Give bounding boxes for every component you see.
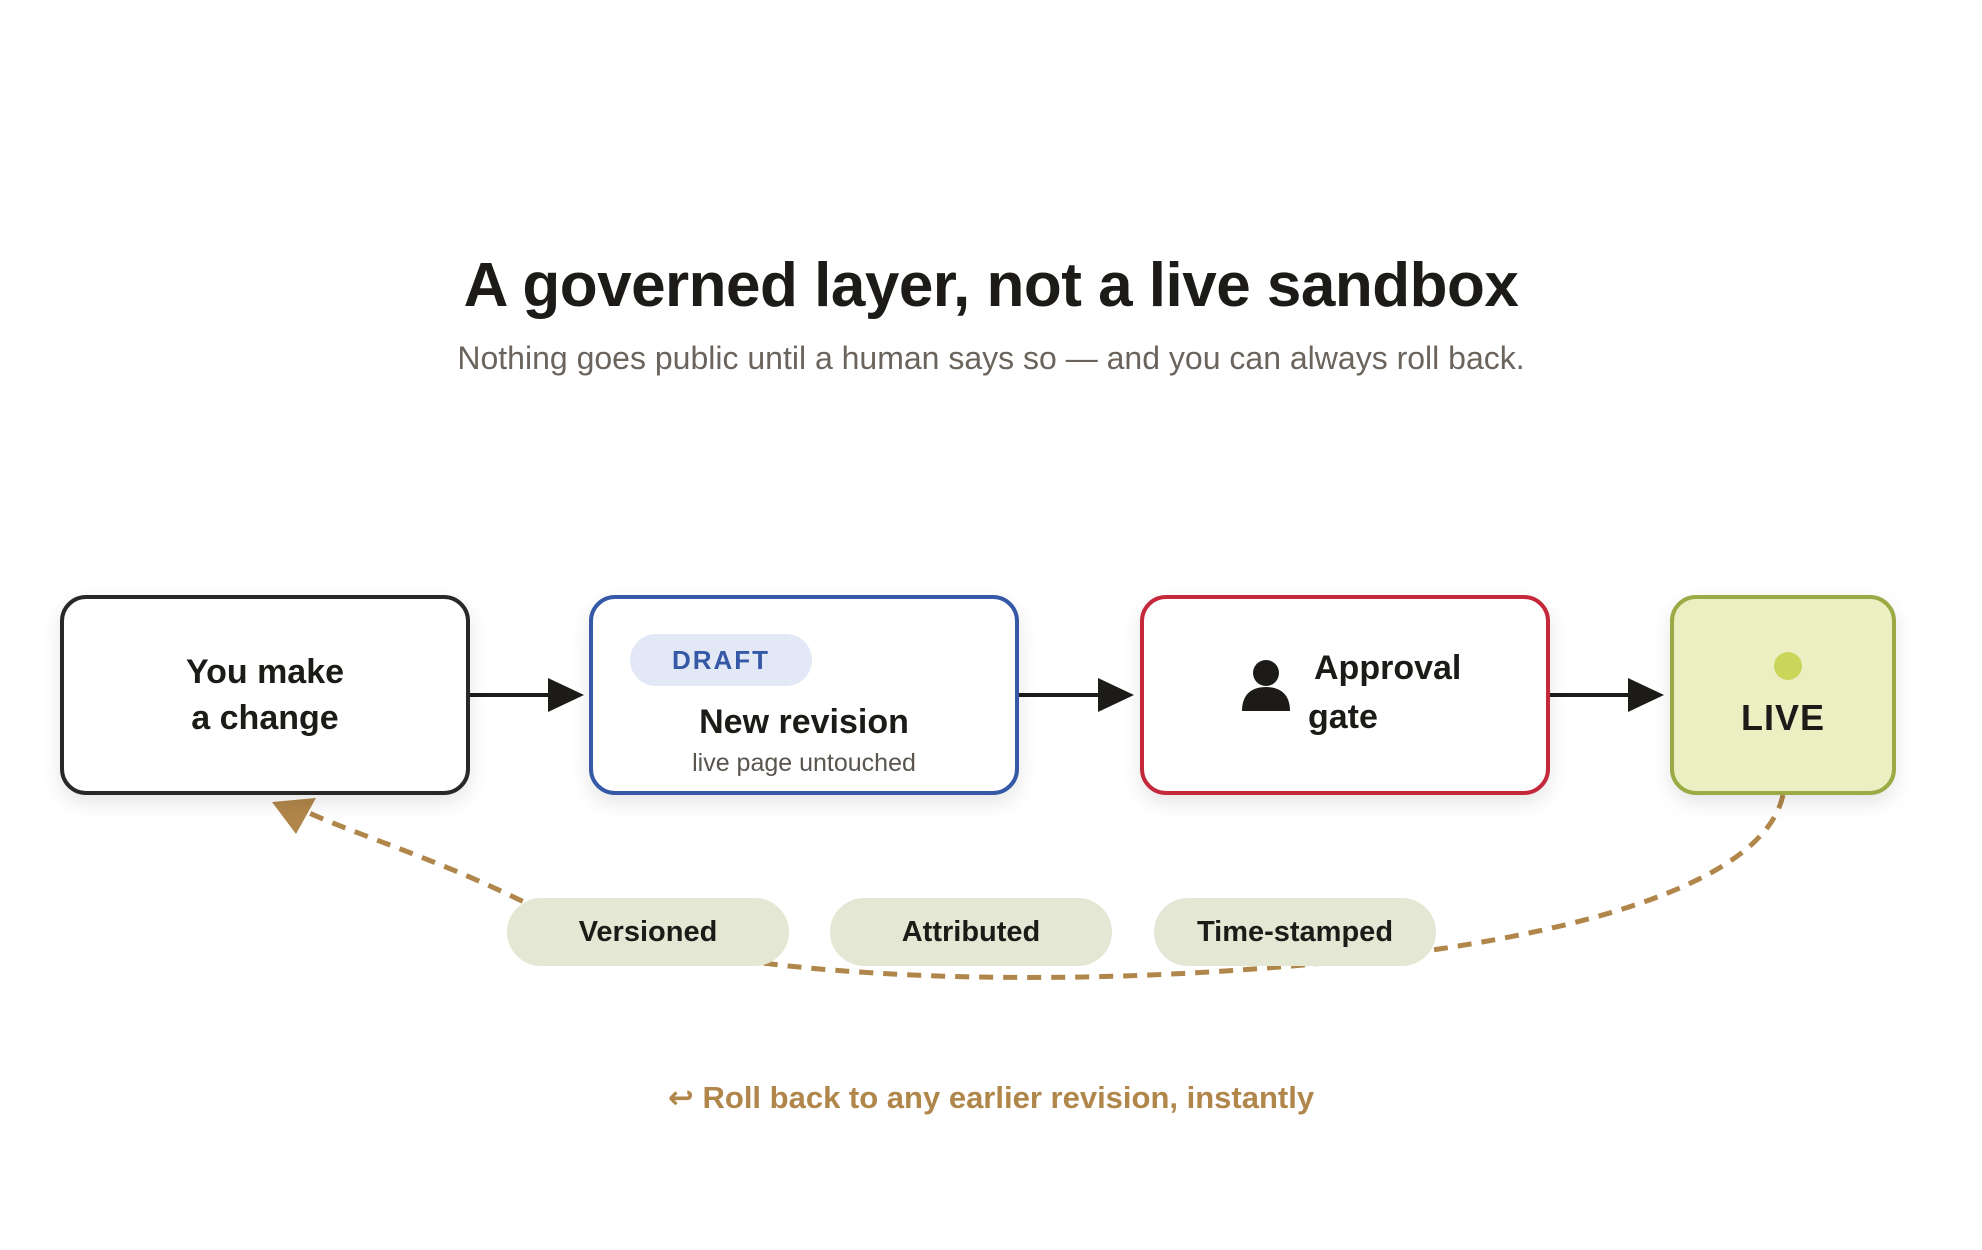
draft-title: New revision bbox=[699, 703, 909, 741]
rollback-loop bbox=[293, 794, 1786, 980]
step-change-label: You make a change bbox=[185, 653, 345, 737]
draft-subtitle: live page untouched bbox=[692, 749, 916, 777]
tag-versioned: Versioned bbox=[507, 898, 789, 966]
tag-time-stamped: Time-stamped bbox=[1154, 898, 1436, 966]
tag-attributed: Attributed bbox=[830, 898, 1112, 966]
gate-label-line1: Approval bbox=[1314, 649, 1462, 687]
step-approval-gate: Approval gate bbox=[1140, 595, 1550, 795]
gate-label-line2: gate bbox=[1308, 698, 1378, 736]
rollback-note: ↩ Roll back to any earlier revision, ins… bbox=[667, 1080, 1315, 1115]
page-title: A governed layer, not a live sandbox bbox=[463, 251, 1519, 320]
live-label: LIVE bbox=[1740, 697, 1825, 738]
rollback-arrow-head bbox=[272, 798, 316, 834]
status-dot-icon bbox=[1774, 652, 1802, 680]
person-icon bbox=[1242, 660, 1290, 711]
step-live: LIVE bbox=[1670, 595, 1896, 795]
arrow-head-draft-to-gate bbox=[1098, 678, 1134, 712]
arrow-head-change-to-draft bbox=[548, 678, 584, 712]
step-you-make-a-change: You make a change bbox=[60, 595, 470, 795]
draft-badge: DRAFT bbox=[630, 634, 812, 686]
page-subtitle: Nothing goes public until a human says s… bbox=[457, 340, 1525, 376]
step-new-revision: DRAFT New revision live page untouched bbox=[589, 595, 1019, 795]
arrow-head-gate-to-live bbox=[1628, 678, 1664, 712]
